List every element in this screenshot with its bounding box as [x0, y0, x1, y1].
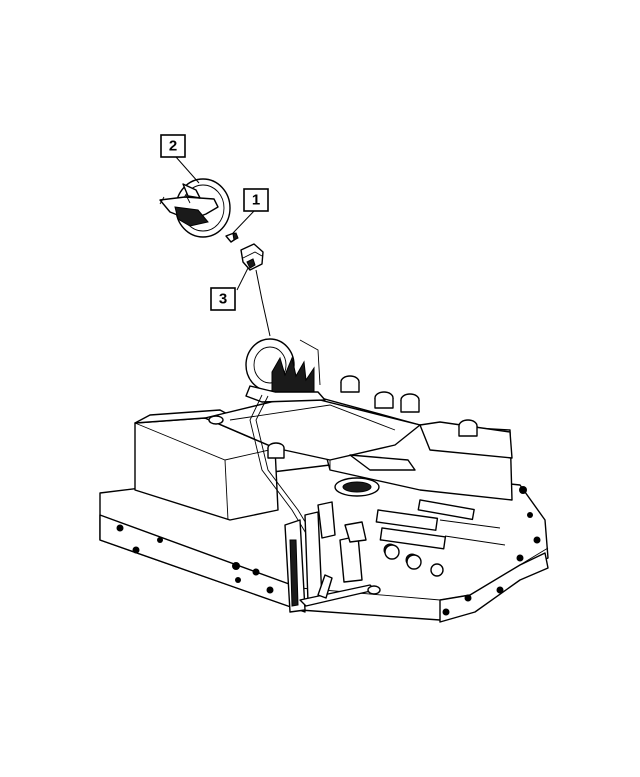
leader-line-1 [232, 209, 256, 234]
top-studs [208, 375, 478, 459]
part-1-pin [225, 232, 239, 243]
linkage-rod [299, 574, 381, 607]
callout-1: 1 [243, 188, 269, 212]
callout-2: 2 [160, 134, 186, 158]
callout-3: 3 [210, 287, 236, 311]
solenoid-stack [284, 501, 367, 613]
leader-line-2 [175, 156, 200, 184]
harness-guide-line [255, 269, 271, 337]
valve-body-assembly [99, 338, 549, 623]
harness-connector-drum [245, 338, 326, 403]
part-3-clip [240, 243, 264, 271]
callout-3-label: 3 [219, 291, 227, 308]
part-2-connector [159, 178, 231, 238]
callout-1-label: 1 [252, 192, 260, 209]
callout-2-label: 2 [169, 138, 177, 155]
leader-line-3 [236, 267, 249, 291]
